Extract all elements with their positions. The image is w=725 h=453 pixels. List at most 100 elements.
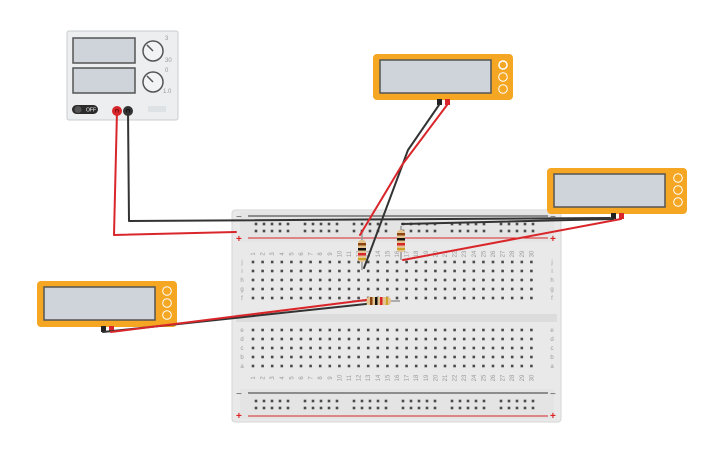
hole-c3[interactable] (270, 346, 274, 350)
hole-e11[interactable] (347, 328, 351, 332)
hole-f2[interactable] (261, 296, 264, 300)
hole-g24[interactable] (472, 287, 476, 291)
hole-g2[interactable] (261, 287, 264, 291)
ps-voltage-knob[interactable] (142, 40, 164, 62)
hole-i21[interactable] (443, 269, 447, 273)
bottom-rail-plus-hole[interactable] (311, 406, 315, 410)
top-rail-plus-hole[interactable] (262, 229, 266, 233)
hole-b16[interactable] (395, 355, 399, 359)
hole-e4[interactable] (280, 328, 284, 332)
power-supply[interactable]: 3 30 0 1.0 OFF (66, 30, 179, 121)
hole-a5[interactable] (290, 364, 293, 368)
top-rail-plus-hole[interactable] (482, 229, 486, 233)
top-rail-minus-hole[interactable] (531, 222, 535, 226)
hole-h6[interactable] (299, 278, 303, 282)
hole-d7[interactable] (309, 337, 312, 341)
bottom-rail-minus-hole[interactable] (458, 399, 462, 403)
hole-h12[interactable] (357, 278, 360, 282)
hole-h13[interactable] (366, 278, 370, 282)
hole-a25[interactable] (482, 364, 485, 368)
hole-f29[interactable] (520, 296, 524, 300)
hole-i11[interactable] (347, 269, 351, 273)
hole-b26[interactable] (491, 355, 495, 359)
hole-a21[interactable] (443, 364, 447, 368)
top-rail-minus-hole[interactable] (499, 222, 503, 226)
hole-c1[interactable] (251, 346, 255, 350)
hole-a27[interactable] (501, 364, 504, 368)
hole-j22[interactable] (453, 260, 456, 264)
top-rail-minus-hole[interactable] (311, 222, 315, 226)
hole-h22[interactable] (453, 278, 456, 282)
multimeter-left-probe-black[interactable] (101, 326, 106, 332)
hole-a17[interactable] (405, 364, 408, 368)
top-rail-minus-hole[interactable] (278, 222, 282, 226)
top-rail-plus-hole[interactable] (368, 229, 372, 233)
top-rail-minus-hole[interactable] (523, 222, 527, 226)
hole-j6[interactable] (299, 260, 303, 264)
wire-right-meter-black[interactable] (401, 218, 614, 225)
hole-i24[interactable] (472, 269, 476, 273)
bottom-rail-minus-hole[interactable] (433, 399, 437, 403)
hole-h27[interactable] (501, 278, 504, 282)
bottom-rail-plus-hole[interactable] (433, 406, 437, 410)
hole-f27[interactable] (501, 296, 504, 300)
hole-b27[interactable] (501, 355, 504, 359)
hole-b24[interactable] (472, 355, 476, 359)
multimeter-top[interactable]: A V R (373, 54, 513, 105)
hole-h23[interactable] (462, 278, 466, 282)
top-rail-plus-hole[interactable] (523, 229, 527, 233)
hole-f20[interactable] (434, 296, 437, 300)
hole-f26[interactable] (491, 296, 495, 300)
bottom-rail-plus-hole[interactable] (384, 406, 388, 410)
hole-g27[interactable] (501, 287, 504, 291)
hole-e10[interactable] (338, 328, 341, 332)
hole-a13[interactable] (366, 364, 370, 368)
hole-c11[interactable] (347, 346, 351, 350)
top-rail-plus-hole[interactable] (425, 229, 429, 233)
bottom-rail-minus-hole[interactable] (384, 399, 388, 403)
hole-g4[interactable] (280, 287, 284, 291)
bottom-rail-plus-hole[interactable] (499, 406, 503, 410)
bottom-rail-minus-hole[interactable] (450, 399, 454, 403)
terminal-strip-holes[interactable] (251, 260, 533, 368)
hole-d8[interactable] (318, 337, 322, 341)
bottom-rail-plus-hole[interactable] (335, 406, 339, 410)
hole-b6[interactable] (299, 355, 303, 359)
bottom-rail-plus-hole[interactable] (450, 406, 454, 410)
hole-h9[interactable] (328, 278, 332, 282)
hole-b8[interactable] (318, 355, 322, 359)
hole-i2[interactable] (261, 269, 264, 273)
hole-i25[interactable] (482, 269, 485, 273)
hole-d16[interactable] (395, 337, 399, 341)
hole-g1[interactable] (251, 287, 255, 291)
hole-h17[interactable] (405, 278, 408, 282)
hole-i3[interactable] (270, 269, 274, 273)
bottom-rail-plus-hole[interactable] (482, 406, 486, 410)
hole-d22[interactable] (453, 337, 456, 341)
hole-i16[interactable] (395, 269, 399, 273)
wire-ps-negative-to-rail[interactable] (127, 110, 611, 222)
hole-d10[interactable] (338, 337, 341, 341)
hole-j5[interactable] (290, 260, 293, 264)
multimeter-top-volt-button[interactable]: V (498, 72, 508, 82)
bottom-rail-minus-hole[interactable] (523, 399, 527, 403)
hole-e16[interactable] (395, 328, 399, 332)
hole-a23[interactable] (462, 364, 466, 368)
hole-f8[interactable] (318, 296, 322, 300)
hole-j14[interactable] (376, 260, 380, 264)
bottom-rail-plus-hole[interactable] (368, 406, 372, 410)
wire-left-meter-red[interactable] (110, 299, 367, 333)
hole-f19[interactable] (424, 296, 428, 300)
hole-j9[interactable] (328, 260, 332, 264)
hole-f10[interactable] (338, 296, 341, 300)
multimeter-top-ohm-button[interactable]: R (498, 84, 508, 94)
hole-j29[interactable] (520, 260, 524, 264)
top-rail-minus-hole[interactable] (482, 222, 486, 226)
hole-g3[interactable] (270, 287, 274, 291)
hole-b4[interactable] (280, 355, 284, 359)
hole-h26[interactable] (491, 278, 495, 282)
hole-a7[interactable] (309, 364, 312, 368)
hole-g28[interactable] (510, 287, 514, 291)
hole-h25[interactable] (482, 278, 485, 282)
hole-e5[interactable] (290, 328, 293, 332)
